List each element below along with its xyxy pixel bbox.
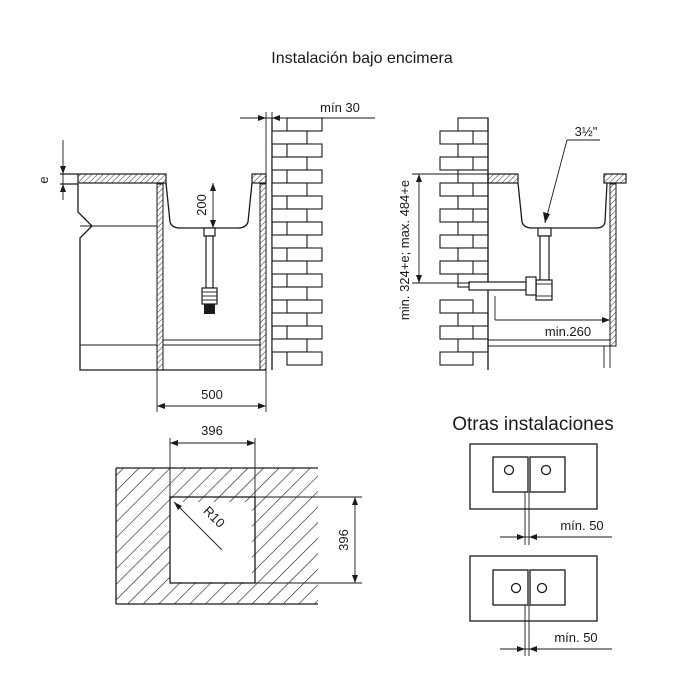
gap-bottom-label: mín. 50 [554,630,597,645]
sink-basin-right [517,182,608,229]
height-range-label: min. 324+e; max. 484+e [397,180,412,320]
left-side-view: e 200 500 mín 30 [36,100,375,412]
drawing-title: Instalación bajo encimera [271,50,453,67]
countertop-left [77,173,167,184]
other-installation-top: mín. 50 [469,443,612,545]
cutout-plan-view: 396 396 R10 [115,423,362,605]
cutout-height-label: 396 [336,529,351,551]
drain-pipe-right [539,235,550,281]
depth-label: 200 [194,194,209,216]
gap-top-label: mín. 50 [560,518,603,533]
drain-pipe-left [205,235,214,289]
width-label: 500 [201,387,223,402]
right-side-view: 3½" min. 324+e; max. 484+e min.260 [397,117,627,370]
outlet-size-label: 3½" [575,124,598,139]
radius-label: R10 [200,503,227,530]
cabinet-left-panel [77,184,157,371]
cutout-width-label: 396 [201,423,223,438]
min-distance-label: min.260 [545,324,591,339]
brick-wall-right [439,117,489,370]
sink-cutout [169,496,256,584]
edge-thickness-label: e [36,176,51,183]
sink-basin-left [165,182,253,229]
other-installation-bottom: mín. 50 [469,555,612,656]
wall-gap-label: mín 30 [320,100,360,115]
other-installations-heading: Otras instalaciones [452,414,614,435]
